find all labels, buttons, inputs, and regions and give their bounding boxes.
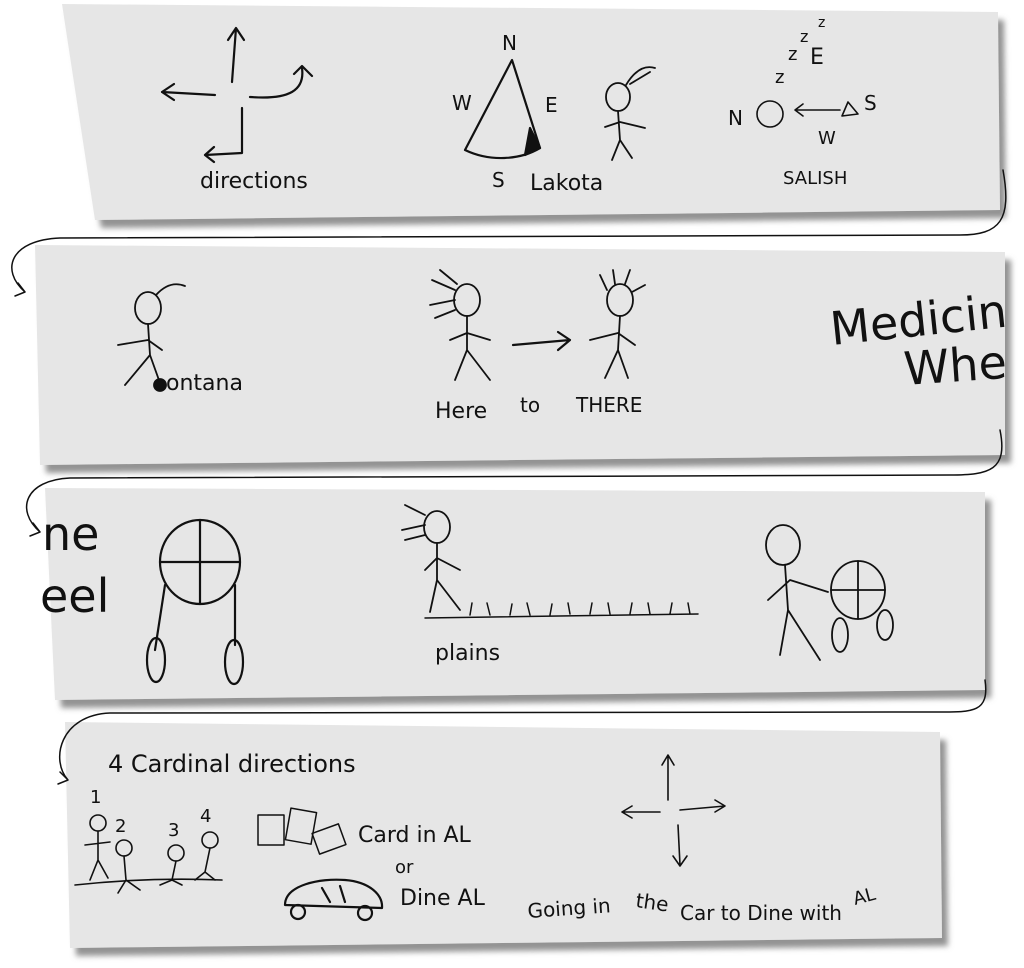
salish-n: N	[728, 106, 743, 130]
cards-icon	[257, 807, 347, 855]
eel-text: eel	[40, 569, 109, 623]
connector-line-2	[25, 429, 1003, 537]
strip-2	[35, 245, 1005, 465]
svg-text:z: z	[818, 15, 825, 31]
car-to-dine-label: Car to Dine with	[680, 901, 842, 925]
cardinal-heading: 4 Cardinal directions	[108, 750, 356, 778]
there-label: THERE	[575, 393, 642, 417]
here-label: Here	[435, 399, 487, 424]
medicine-wheel-icon	[145, 518, 245, 686]
connector-line-3	[57, 679, 987, 785]
cardinal-cross-arrows-icon	[621, 754, 726, 867]
svg-text:z: z	[788, 44, 797, 65]
stick-figure-montana-icon	[117, 283, 186, 392]
svg-text:z: z	[800, 27, 808, 46]
directions-label: directions	[200, 169, 308, 194]
strip-4	[65, 722, 942, 948]
svg-text:4: 4	[200, 806, 211, 827]
car-icon	[283, 878, 384, 922]
dine-al-label: Dine AL	[400, 886, 486, 911]
compass-w: W	[452, 91, 472, 115]
salish-w: W	[818, 128, 836, 149]
wheel-text: Whe	[902, 335, 1008, 396]
compass-s: S	[492, 168, 505, 192]
svg-text:E: E	[810, 45, 824, 70]
svg-text:z: z	[775, 67, 784, 88]
directions-arrows-icon	[160, 26, 314, 164]
ne-text: ne	[42, 507, 99, 561]
compass-e: E	[545, 93, 558, 117]
stick-figure-feather-icon	[604, 66, 656, 161]
strip-3	[45, 488, 985, 700]
the-label: the	[634, 888, 670, 916]
tipi-icon	[463, 58, 542, 160]
sun-arrow-icon	[756, 100, 859, 128]
or-label: or	[395, 857, 414, 878]
numbered-people-icon: 1 2 3 4	[74, 787, 223, 894]
grass-line-icon	[424, 602, 699, 619]
montana-label: ontana	[166, 371, 243, 396]
svg-text:2: 2	[115, 816, 126, 837]
lakota-label: Lakota	[530, 171, 603, 196]
connector-line-1	[11, 169, 1007, 297]
salish-zzz: z z z z E	[775, 15, 825, 88]
svg-text:1: 1	[90, 787, 101, 808]
salish-s: S	[864, 91, 877, 115]
compass-n: N	[502, 31, 517, 55]
svg-text:3: 3	[168, 820, 179, 841]
arrow-right-icon	[511, 330, 572, 352]
salish-label: SALISH	[783, 168, 847, 189]
stick-figure-there-icon	[589, 269, 646, 379]
card-in-al-label: Card in AL	[358, 823, 472, 848]
to-label: to	[520, 393, 540, 417]
stick-figure-plains-icon	[401, 504, 461, 613]
strip-1	[62, 4, 1000, 220]
going-in-label: Going in	[527, 893, 612, 923]
stick-figure-here-icon	[429, 269, 491, 381]
plains-label: plains	[435, 641, 500, 666]
person-with-wheel-icon	[765, 524, 894, 661]
